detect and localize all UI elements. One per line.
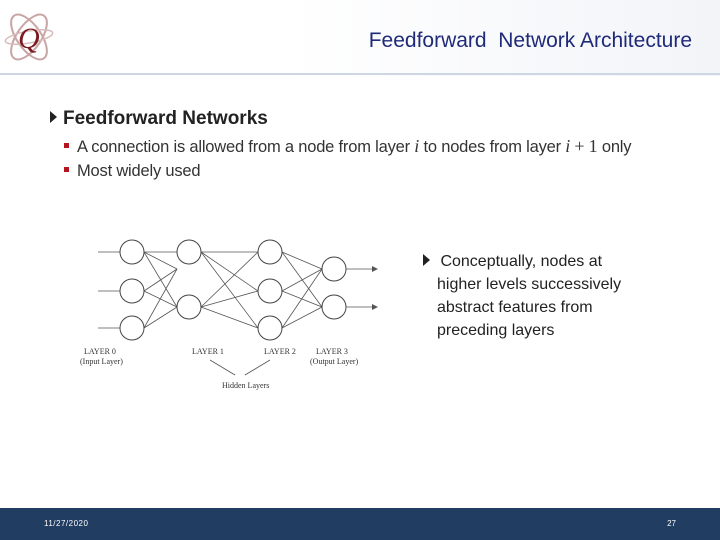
bullet-arrow-icon (50, 110, 57, 123)
bullet-square-icon (64, 143, 69, 149)
label-layer2: LAYER 2 (264, 347, 296, 356)
side-note-line3: abstract features from (437, 299, 593, 316)
side-arrow-icon (423, 253, 430, 266)
node-l2-2 (257, 278, 283, 304)
node-l2-1 (257, 239, 283, 265)
title-band (0, 0, 720, 76)
footer-bar: 11/27/2020 27 (0, 508, 720, 540)
label-layer3-sub: (Output Layer) (310, 357, 359, 366)
label-layer0-sub: (Input Layer) (80, 357, 123, 366)
node-l3-2 (321, 294, 347, 320)
footer-date: 11/27/2020 (44, 519, 89, 528)
side-note-line4: preceding layers (437, 322, 555, 339)
slide-title: Feedforward Network Architecture (368, 29, 692, 52)
bullet-most-used: Most widely used (64, 162, 201, 181)
network-diagram: LAYER 0 (Input Layer) LAYER 1 LAYER 2 LA… (80, 239, 378, 390)
bullet-connection-rule: A connection is allowed from a node from… (64, 136, 632, 157)
bullet1-text-post: only (597, 138, 632, 156)
node-l2-3 (257, 315, 283, 341)
math-var-i: i (414, 136, 420, 156)
node-l0-1 (119, 239, 145, 265)
math-plus-one: + 1 (570, 136, 598, 156)
side-note-line2: higher levels successively (437, 276, 622, 293)
bullet1-text-pre: A connection is allowed from a node from… (77, 138, 415, 156)
svg-text:Q: Q (18, 22, 40, 55)
label-layer1: LAYER 1 (192, 347, 224, 356)
math-var-i-2: i (565, 136, 571, 156)
diagram-nodes (119, 239, 347, 341)
footer-page-number: 27 (667, 519, 676, 528)
diagram-connections (98, 251, 372, 376)
node-l1-1 (176, 239, 202, 265)
node-l1-2 (176, 294, 202, 320)
title-divider (0, 73, 720, 75)
side-note: Conceptually, nodes at higher levels suc… (423, 250, 673, 342)
bullet-square-icon (64, 167, 69, 173)
node-l3-1 (321, 256, 347, 282)
label-layer0: LAYER 0 (84, 347, 116, 356)
label-layer3: LAYER 3 (316, 347, 348, 356)
node-l0-2 (119, 278, 145, 304)
node-l0-3 (119, 315, 145, 341)
label-hidden: Hidden Layers (222, 381, 269, 390)
bullet2-text: Most widely used (77, 162, 201, 180)
logo-icon: Q (4, 13, 54, 61)
side-note-line1: Conceptually, nodes at (423, 250, 673, 273)
heading-bullet: Feedforward Networks (50, 108, 268, 130)
bullet1-text-mid: to nodes from layer (419, 138, 566, 156)
heading-text: Feedforward Networks (63, 108, 268, 129)
